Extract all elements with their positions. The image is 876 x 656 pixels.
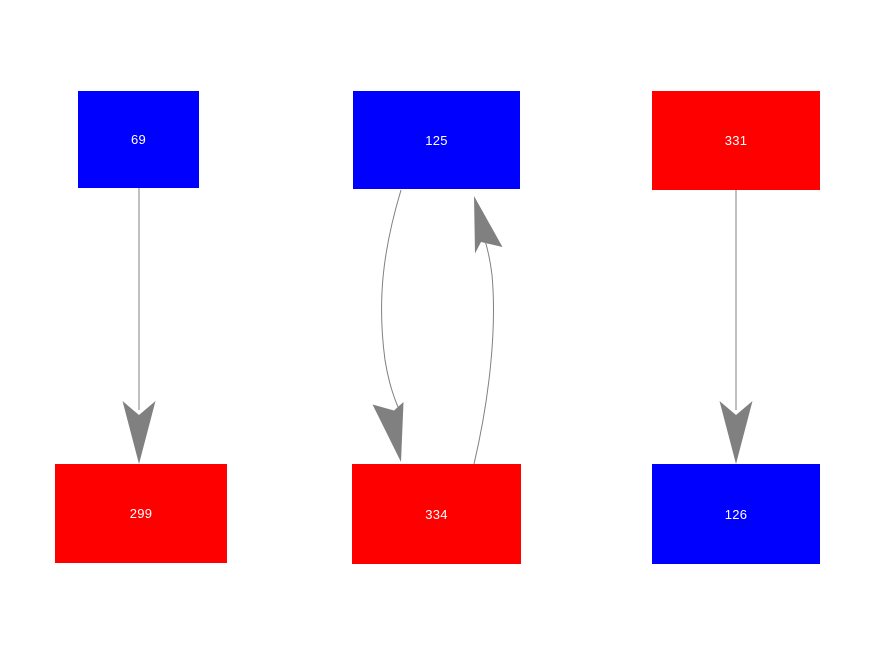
node-label: 334 (425, 506, 448, 522)
node-334[interactable]: 334 (352, 464, 521, 564)
node-label: 125 (425, 132, 448, 148)
node-label: 69 (130, 132, 147, 147)
edge-125-to-334 (372, 189, 404, 462)
edge-331-to-126 (719, 190, 753, 464)
arrowhead-icon (372, 402, 404, 462)
arrowhead-icon (122, 401, 156, 464)
edge-line (381, 189, 402, 413)
node-299[interactable]: 299 (55, 464, 227, 563)
node-125[interactable]: 125 (353, 91, 520, 189)
arrowhead-icon (719, 401, 753, 464)
node-label: 299 (129, 506, 153, 521)
edge-69-to-299 (122, 188, 156, 464)
edge-334-to-125 (473, 196, 503, 465)
node-label: 126 (724, 506, 748, 522)
node-331[interactable]: 331 (652, 91, 820, 190)
node-label: 331 (724, 133, 748, 148)
node-69[interactable]: 69 (78, 91, 199, 188)
arrowhead-icon (474, 196, 503, 254)
node-126[interactable]: 126 (652, 464, 820, 564)
edge-line (473, 219, 494, 465)
